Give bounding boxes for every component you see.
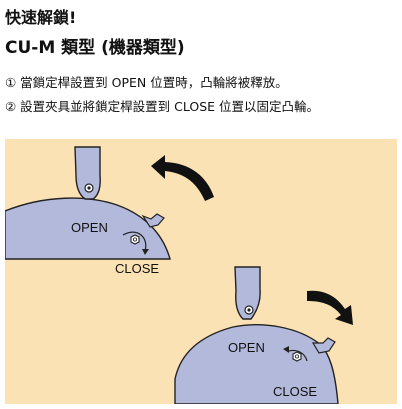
top-direction-arrow xyxy=(151,155,214,201)
step-1-text: ① 當鎖定桿設置到 OPEN 位置時，凸輪將被釋放。 xyxy=(5,75,288,90)
top-open-label: OPEN xyxy=(71,220,108,235)
top-close-label: CLOSE xyxy=(115,261,159,276)
bottom-lock-lever xyxy=(234,266,261,320)
step-2-text: ② 設置夾具並將鎖定桿設置到 CLOSE 位置以固定凸輪。 xyxy=(5,99,320,114)
bottom-cam-assembly: OPEN CLOSE xyxy=(174,266,353,404)
bottom-close-label: CLOSE xyxy=(273,384,317,399)
heading-line2: CU-M 類型 (機器類型) xyxy=(5,38,185,58)
heading-line1: 快速解鎖! xyxy=(5,8,77,27)
bottom-direction-arrow xyxy=(307,290,353,325)
top-rotation-indicator xyxy=(122,231,147,252)
bottom-hex-screw xyxy=(292,351,302,362)
top-cam-assembly: OPEN CLOSE xyxy=(5,146,214,276)
cam-lock-illustration: OPEN CLOSE OPEN CLOSE xyxy=(5,146,353,404)
top-lock-lever xyxy=(74,146,101,200)
bottom-cam-body xyxy=(174,324,339,404)
illustration-panel: OPEN CLOSE OPEN CLOSE xyxy=(5,139,397,404)
top-cam-body xyxy=(5,197,171,260)
bottom-rotation-indicator xyxy=(288,349,308,362)
top-lock-tab xyxy=(141,213,165,228)
bottom-lock-tab xyxy=(311,337,336,354)
bottom-open-label: OPEN xyxy=(228,340,265,355)
top-hex-screw xyxy=(130,234,140,245)
